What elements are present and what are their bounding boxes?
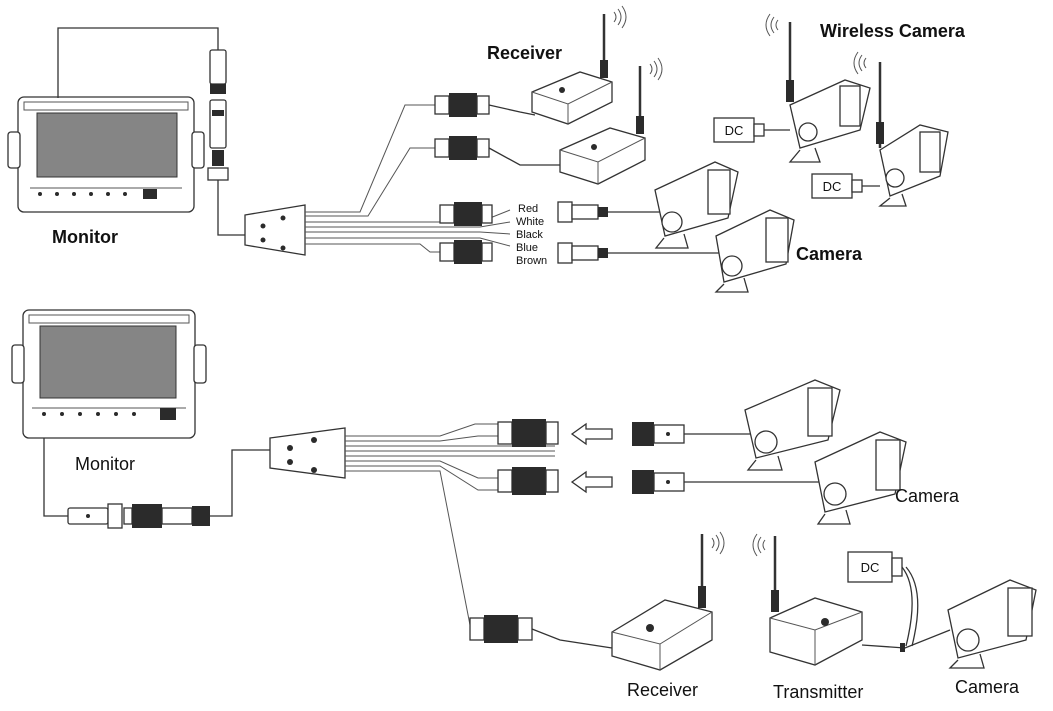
female-connector-rx2 [434, 136, 490, 160]
dc-label-bottom: DC [861, 560, 880, 575]
male-connector-bottom-1 [632, 422, 750, 446]
dc-box-2: DC [811, 173, 880, 199]
wire-label-red: Red [518, 203, 538, 215]
rx2-cable [488, 147, 560, 166]
wire-color-labels: Red White Black Blue Brown [516, 203, 547, 267]
dc-box-bottom: DC [847, 551, 919, 647]
connector-to-splitter-cable [217, 180, 245, 236]
wireless-camera-label: Wireless Camera [820, 21, 966, 41]
female-connector-cam1 [439, 202, 493, 226]
female-connector-cam2 [439, 240, 493, 264]
wire-label-blue: Blue [516, 242, 538, 254]
camera-bottom-1 [744, 379, 841, 471]
wire-label-black: Black [516, 229, 543, 241]
dc-label-1: DC [725, 123, 744, 138]
camera-top-label: Camera [796, 244, 863, 264]
female-connector-bottom-rx [469, 615, 533, 643]
receiver-top-label: Receiver [487, 43, 562, 63]
dc-label-2: DC [823, 179, 842, 194]
aviation-connector-bottom [67, 503, 210, 529]
male-connector-bottom-2 [632, 470, 820, 494]
fan-wires-top [305, 104, 511, 253]
male-connector-cam2 [557, 242, 720, 264]
dc-box-1: DC [713, 117, 790, 143]
aviation-connector-top [207, 49, 229, 181]
receiver-top-1 [531, 5, 627, 125]
connector-to-splitter-bottom [210, 449, 270, 517]
wire-label-white: White [516, 216, 544, 228]
monitor-bottom-cable [43, 438, 68, 517]
camera-bottom-2 [814, 431, 907, 525]
fan-wires-bottom [345, 423, 555, 626]
splitter-top [244, 204, 306, 256]
wire-label-brown: Brown [516, 255, 547, 267]
splitter-bottom [269, 427, 346, 479]
camera-top-2 [714, 209, 795, 293]
wireless-camera-2 [853, 51, 949, 207]
female-connector-rx1 [434, 93, 490, 117]
receiver-bottom [611, 531, 725, 671]
arrow-left-icon-2 [570, 470, 613, 494]
wireless-camera-1 [765, 13, 871, 163]
camera-top-1 [654, 161, 739, 249]
male-connector-cam1 [557, 201, 660, 223]
monitor-bottom [11, 309, 207, 439]
arrow-left-icon-1 [570, 422, 613, 446]
transmitter [752, 533, 863, 666]
receiver-top-2 [559, 57, 663, 185]
camera-bottom-3 [947, 579, 1037, 669]
camera-bottom-right-label: Camera [955, 677, 1020, 697]
monitor-top-label: Monitor [52, 227, 118, 247]
monitor-top [7, 96, 205, 213]
female-connector-bottom-1 [497, 419, 559, 447]
rx1-cable [488, 104, 536, 116]
monitor-bottom-label: Monitor [75, 454, 135, 474]
transmitter-label: Transmitter [773, 682, 863, 702]
camera-bottom-label: Camera [895, 486, 960, 506]
receiver-bottom-label: Receiver [627, 680, 698, 700]
monitor-top-cable [57, 27, 219, 98]
rx-bottom-cable [531, 628, 613, 649]
female-connector-bottom-2 [497, 467, 559, 495]
